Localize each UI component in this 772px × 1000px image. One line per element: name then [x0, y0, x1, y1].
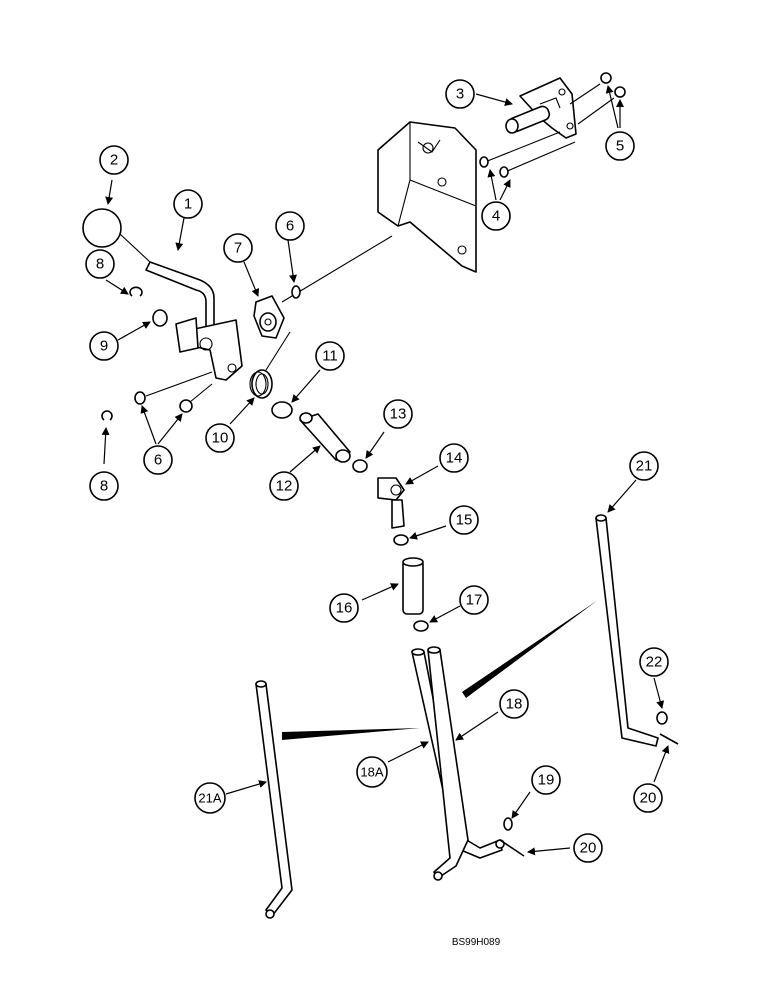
svg-text:4: 4: [492, 208, 500, 225]
svg-text:22: 22: [646, 654, 663, 671]
callout-9: 9: [89, 331, 119, 361]
svg-text:20: 20: [580, 840, 597, 857]
svg-text:14: 14: [446, 450, 463, 467]
callout-18a: 18A: [356, 756, 388, 788]
pivot-block-7: [253, 295, 285, 339]
svg-text:3: 3: [456, 86, 464, 103]
callout-15: 15: [449, 505, 479, 535]
callout-4: 4: [481, 201, 511, 231]
callout-16: 16: [329, 593, 359, 623]
washer-22: [656, 711, 668, 725]
washer-9: [152, 309, 168, 327]
callout-5: 5: [605, 131, 635, 161]
callout-3: 3: [445, 79, 475, 109]
washer-19: [503, 817, 513, 831]
svg-text:16: 16: [336, 600, 353, 617]
callout-10: 10: [205, 423, 235, 453]
callout-18: 18: [499, 689, 529, 719]
svg-text:9: 9: [100, 338, 108, 355]
callout-17: 17: [459, 585, 489, 615]
svg-text:8: 8: [96, 256, 104, 273]
drawing-code: BS99H089: [452, 937, 501, 948]
callout-21: 21: [629, 451, 659, 481]
svg-text:21: 21: [636, 458, 653, 475]
callout-19: 19: [531, 765, 561, 795]
svg-text:12: 12: [276, 478, 293, 495]
callout-6-upper: 6: [275, 211, 305, 241]
callout-6-lower: 6: [143, 445, 173, 475]
svg-text:2: 2: [110, 152, 118, 169]
shift-rod-21: [595, 514, 659, 747]
callout-22: 22: [639, 647, 669, 677]
pin-20-lower: [499, 839, 525, 857]
knob-2: [82, 208, 122, 248]
shift-rod-21a: [255, 680, 293, 919]
callout-13: 13: [383, 399, 413, 429]
ball-joint-14: [377, 477, 405, 529]
svg-text:18A: 18A: [360, 765, 383, 780]
svg-text:20: 20: [640, 790, 657, 807]
nut-15: [393, 534, 409, 546]
bolts-4: [479, 131, 576, 178]
svg-text:13: 13: [390, 406, 407, 423]
svg-text:11: 11: [322, 348, 338, 365]
callout-2: 2: [99, 145, 129, 175]
callout-7: 7: [223, 233, 253, 263]
leader-lines: [101, 85, 670, 856]
shift-lever-1: [119, 233, 243, 381]
callout-1: 1: [173, 189, 203, 219]
shift-rods-18: [411, 646, 505, 881]
clip-8-lower: [101, 410, 113, 421]
svg-text:18: 18: [506, 696, 523, 713]
callout-20-right: 20: [633, 783, 663, 813]
coupler-16: [402, 557, 424, 615]
svg-text:1: 1: [184, 196, 192, 213]
washer-11: [271, 401, 293, 419]
callout-11: 11: [315, 341, 345, 371]
svg-text:10: 10: [212, 430, 229, 447]
svg-text:17: 17: [466, 592, 483, 609]
pin-12: [299, 412, 351, 463]
svg-text:15: 15: [456, 512, 473, 529]
nuts-5: [569, 72, 626, 125]
svg-text:21A: 21A: [198, 791, 221, 806]
svg-text:19: 19: [538, 772, 555, 789]
svg-text:6: 6: [286, 218, 294, 235]
callout-21a: 21A: [194, 782, 226, 814]
callout-14: 14: [439, 443, 469, 473]
callout-12: 12: [269, 471, 299, 501]
svg-text:6: 6: [154, 452, 162, 469]
callout-8-upper: 8: [85, 249, 115, 279]
callout-8-lower: 8: [89, 471, 119, 501]
pin-20-right: [659, 733, 679, 745]
spring-10: [249, 331, 291, 399]
svg-text:7: 7: [234, 240, 242, 257]
mounting-bracket: [377, 121, 477, 273]
clip-8-upper: [129, 286, 143, 297]
washer-13: [352, 459, 368, 473]
callout-20-lower: 20: [573, 833, 603, 863]
indicator-wedge-left: [282, 728, 420, 740]
washers-6-lower: [134, 371, 213, 413]
nut-17: [413, 620, 429, 632]
washer-6-upper: [291, 285, 301, 299]
bracket-assembly-3: [505, 77, 577, 139]
indicator-wedge-right: [462, 600, 598, 698]
svg-text:5: 5: [616, 138, 624, 155]
svg-text:8: 8: [100, 478, 108, 495]
